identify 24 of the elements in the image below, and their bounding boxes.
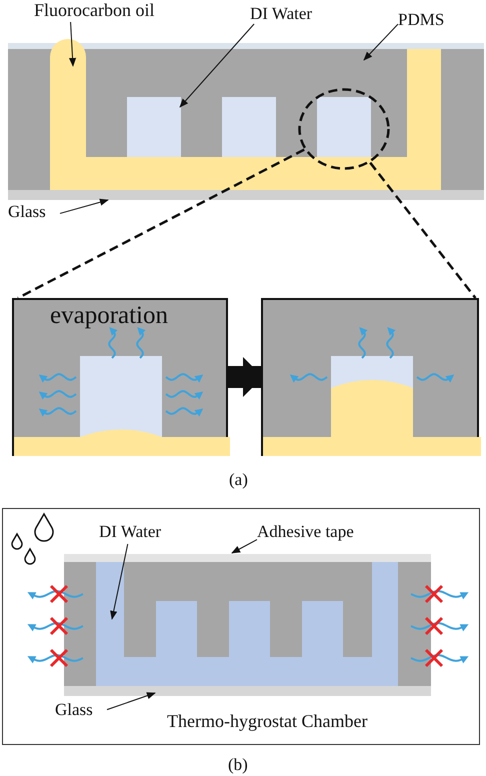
leader-arrow bbox=[231, 539, 258, 554]
leader-arrow bbox=[68, 22, 76, 67]
zoom-line bbox=[369, 162, 476, 299]
callout-label: Glass bbox=[8, 202, 46, 221]
leader-arrow bbox=[60, 198, 109, 214]
callout-label: DI Water bbox=[99, 522, 162, 541]
callout-label: Fluorocarbon oil bbox=[34, 0, 154, 20]
chamber-frame bbox=[2, 508, 480, 745]
leader-arrow bbox=[106, 692, 156, 710]
callout-label: PDMS bbox=[398, 10, 444, 29]
leader-arrow bbox=[363, 24, 398, 61]
inset-panel bbox=[261, 298, 479, 456]
leader-arrow bbox=[110, 544, 128, 620]
callout-label: DI Water bbox=[250, 4, 312, 23]
zoom-line bbox=[17, 148, 305, 300]
callout-label: Glass bbox=[55, 700, 93, 719]
inset-panel bbox=[12, 298, 228, 456]
process-label: evaporation bbox=[50, 302, 168, 330]
leader-arrow bbox=[179, 24, 255, 108]
chamber-label: Thermo-hygrostat Chamber bbox=[167, 711, 368, 731]
panel-label: (b) bbox=[228, 755, 248, 775]
callout-label: Adhesive tape bbox=[257, 522, 354, 541]
panel-label: (a) bbox=[229, 470, 248, 490]
block-arrow bbox=[228, 357, 263, 397]
